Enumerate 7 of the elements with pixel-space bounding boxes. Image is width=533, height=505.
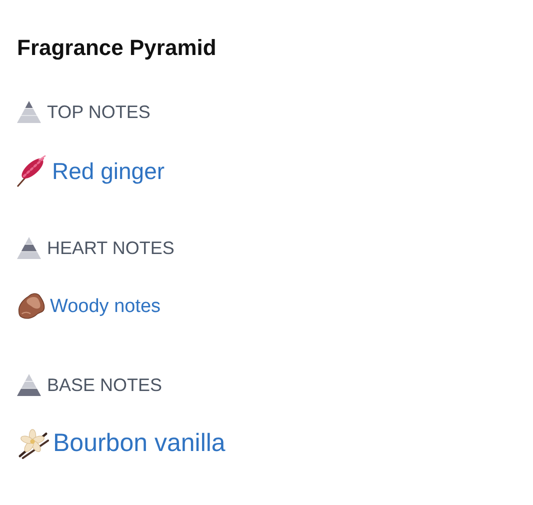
note-link: Red ginger: [52, 156, 165, 184]
note-link: Woody notes: [50, 294, 161, 318]
section-heading: HEART NOTES: [47, 237, 174, 259]
section-heading: BASE NOTES: [47, 374, 162, 396]
section-heading: TOP NOTES: [47, 101, 150, 123]
heading: Fragrance Pyramid: [17, 35, 216, 61]
note-link: Bourbon vanilla: [53, 428, 226, 458]
